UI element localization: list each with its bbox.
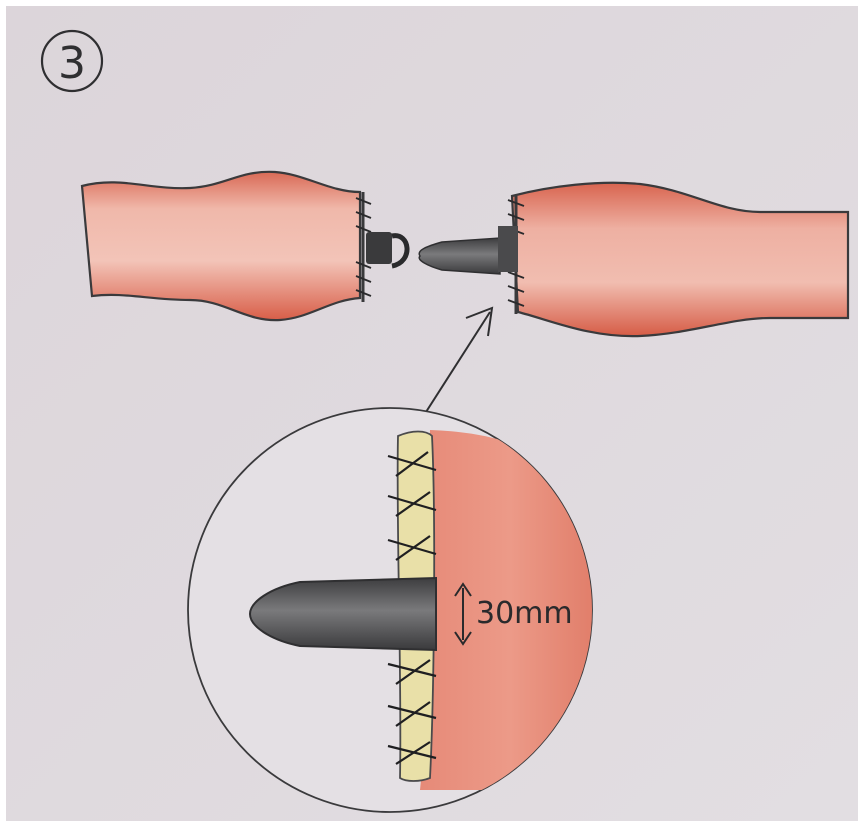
step-number: 3: [58, 38, 86, 89]
inset-stapler-spike: [250, 578, 436, 650]
dimension-label: 30mm: [476, 596, 573, 631]
